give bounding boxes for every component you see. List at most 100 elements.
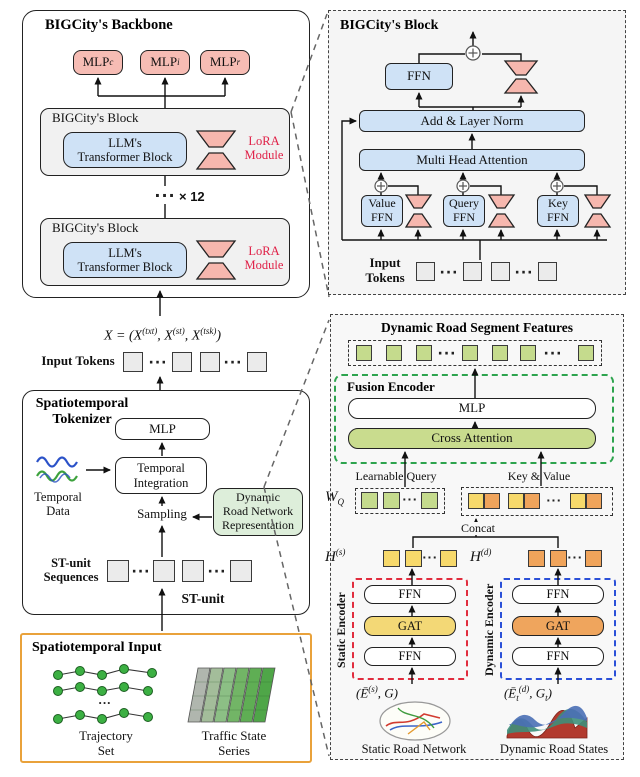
value-square — [484, 493, 500, 509]
bigcity-block-2-title: BIGCity's Block — [52, 220, 139, 235]
block-detail-title: BIGCity's Block — [340, 18, 439, 33]
wq-label: WQ — [325, 489, 344, 507]
dynamic-ffn-top-box: FFN — [512, 585, 604, 604]
learnable-query-label: Learnable Query — [355, 469, 437, 483]
feature-ellipsis: ··· — [543, 346, 563, 362]
token-square — [538, 262, 557, 281]
token-square — [463, 262, 482, 281]
input-tokens-label-left: Input Tokens — [41, 353, 115, 368]
token-square — [416, 262, 435, 281]
fusion-encoder-title: Fusion Encoder — [347, 379, 435, 394]
add-layer-norm-box: Add & Layer Norm — [359, 110, 585, 132]
dynamic-road-states-label: Dynamic Road States — [499, 742, 609, 756]
dynamic-embedding-square — [585, 550, 602, 567]
token-ellipsis: ··· — [223, 355, 243, 371]
token-square — [200, 352, 220, 372]
h-s-label: H(s) — [325, 547, 346, 565]
temporal-waves-icon — [36, 456, 78, 483]
feature-ellipsis: ··· — [437, 346, 457, 362]
feature-square — [520, 345, 536, 361]
cross-attention-box: Cross Attention — [348, 428, 596, 449]
dynamic-road-states-icon — [506, 705, 588, 739]
road-detail-title: Dynamic Road Segment Features — [380, 320, 574, 335]
static-ffn-bottom-box: FFN — [364, 647, 456, 666]
ffn-box: FFN — [385, 63, 453, 90]
static-road-network-label: Static Road Network — [361, 742, 467, 756]
dynamic-ffn-bottom-box: FFN — [512, 647, 604, 666]
query-token-square — [361, 492, 378, 509]
feature-square — [578, 345, 594, 361]
dynamic-input-formula: (Ēt(d), Gt) — [503, 684, 553, 703]
trajectory-set-icon: ··· — [53, 664, 157, 724]
st-unit-square — [107, 560, 129, 582]
feature-square — [462, 345, 478, 361]
st-unit-square — [230, 560, 252, 582]
static-road-network-icon — [379, 701, 451, 741]
token-ellipsis: ··· — [148, 355, 168, 371]
spatiotemporal-input-title: Spatiotemporal Input — [32, 640, 162, 655]
bigcity-block-1-title: BIGCity's Block — [52, 110, 139, 125]
value-square — [524, 493, 540, 509]
dynamic-embedding-square — [528, 550, 545, 567]
token-square — [123, 352, 143, 372]
key-square — [508, 493, 524, 509]
query-ellipsis: ··· — [402, 493, 418, 506]
static-embedding-square — [440, 550, 457, 567]
repeat-x12-label: × 12 — [179, 189, 205, 204]
query-token-square — [421, 492, 438, 509]
h-d-ellipsis: ··· — [567, 551, 583, 564]
key-square — [468, 493, 484, 509]
st-unit-ellipsis: ··· — [131, 564, 151, 580]
query-token-square — [383, 492, 400, 509]
feature-square — [492, 345, 508, 361]
st-unit-square — [153, 560, 175, 582]
input-formula: X = (X(txt), X(st), X(tsk)) — [103, 326, 221, 344]
traffic-state-series-icon — [187, 667, 276, 723]
token-square — [491, 262, 510, 281]
token-square — [172, 352, 192, 372]
key-value-label: Key & Value — [507, 469, 571, 483]
dynamic-encoder-label: Dynamic Encoder — [482, 583, 496, 677]
road-detail-panel — [330, 314, 624, 760]
learnable-query-row — [355, 488, 445, 514]
key-value-row — [461, 487, 613, 516]
trajectory-ellipsis: ··· — [98, 695, 111, 710]
feature-square — [386, 345, 402, 361]
static-gat-box: GAT — [364, 616, 456, 636]
value-square — [586, 493, 602, 509]
token-ellipsis: ··· — [514, 265, 534, 281]
st-unit-square — [182, 560, 204, 582]
key-square — [570, 493, 586, 509]
h-d-label: H(d) — [470, 547, 492, 565]
static-input-formula: (Ē(s), G) — [356, 684, 398, 701]
tokenizer-mlp-box: MLP — [115, 418, 210, 440]
static-ffn-top-box: FFN — [364, 585, 456, 604]
feature-square — [356, 345, 372, 361]
key-value-ellipsis: ··· — [546, 494, 562, 507]
road-features-row — [348, 340, 602, 366]
h-s-ellipsis: ··· — [422, 551, 438, 564]
fusion-mlp-box: MLP — [348, 398, 596, 419]
multi-head-attention-box: Multi Head Attention — [359, 149, 585, 171]
dynamic-gat-box: GAT — [512, 616, 604, 636]
token-ellipsis: ··· — [439, 265, 459, 281]
static-embedding-square — [405, 550, 422, 567]
st-unit-label: ST-unit — [181, 591, 225, 606]
static-encoder-label: Static Encoder — [334, 592, 348, 668]
